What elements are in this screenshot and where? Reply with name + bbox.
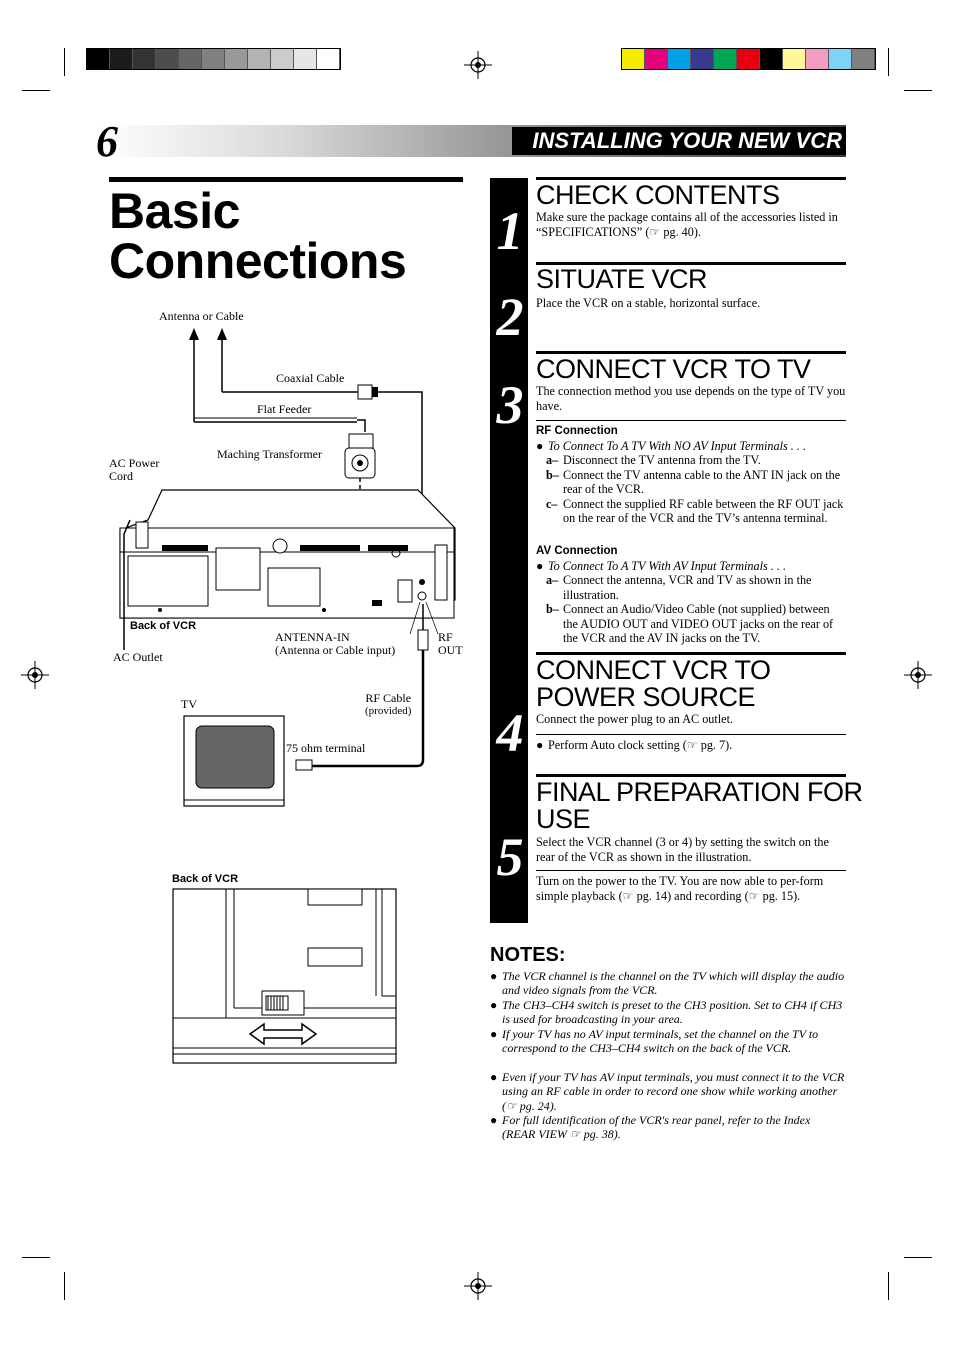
- grayscale-swatch: [317, 49, 340, 69]
- grayscale-swatch: [110, 49, 133, 69]
- step-2-text: Place the VCR on a stable, horizontal su…: [536, 296, 761, 310]
- color-swatch: [760, 49, 783, 69]
- label-antenna-in: ANTENNA-IN (Antenna or Cable input): [275, 630, 396, 657]
- channel-switch-diagram: [172, 888, 397, 1064]
- registration-mark-icon: [21, 661, 49, 689]
- step-1-rule: [536, 177, 846, 180]
- grayscale-calibration-bar: [86, 48, 341, 70]
- label-antenna-or-cable: Antenna or Cable: [159, 309, 244, 323]
- crop-mark: [22, 1257, 50, 1258]
- step-5-heading: FINAL PREPARATION FOR USE: [536, 777, 863, 834]
- crop-mark: [904, 90, 932, 91]
- grayscale-swatch: [133, 49, 156, 69]
- note-item-5: ●For full identification of the VCR's re…: [490, 1113, 811, 1142]
- page-number: 6: [96, 117, 118, 166]
- step-number-2: 2: [496, 287, 524, 347]
- crop-mark: [888, 1272, 889, 1300]
- step-3-divider: [536, 420, 846, 421]
- color-swatch: [806, 49, 829, 69]
- step-4-heading: CONNECT VCR TO POWER SOURCE: [536, 655, 771, 712]
- step-2-rule: [536, 262, 846, 265]
- label-75-ohm-terminal: 75 ohm terminal: [286, 741, 366, 755]
- color-swatch: [645, 49, 668, 69]
- step-5-divider: [536, 870, 846, 871]
- step-1-text: Make sure the package contains all of th…: [536, 210, 838, 239]
- registration-mark-icon: [464, 1272, 492, 1300]
- color-swatch: [622, 49, 645, 69]
- note-item-4: ●Even if your TV has AV input terminals,…: [490, 1070, 845, 1113]
- step-number-1: 1: [496, 201, 524, 261]
- step-3-rule: [536, 351, 846, 354]
- color-swatch: [737, 49, 760, 69]
- color-swatch: [691, 49, 714, 69]
- crop-mark: [22, 90, 50, 91]
- color-swatch: [668, 49, 691, 69]
- section-title: INSTALLING YOUR NEW VCR: [512, 127, 846, 155]
- step-number-3: 3: [496, 375, 524, 435]
- color-swatch: [829, 49, 852, 69]
- notes-title: NOTES:: [490, 944, 566, 966]
- registration-mark-icon: [464, 51, 492, 79]
- title-rule: [109, 177, 463, 182]
- label-rf-out: RF OUT: [438, 630, 463, 657]
- step-4-rule: [536, 652, 846, 655]
- step-3-heading: CONNECT VCR TO TV: [536, 354, 811, 384]
- grayscale-swatch: [248, 49, 271, 69]
- grayscale-swatch: [271, 49, 294, 69]
- label-flat-feeder: Flat Feeder: [255, 402, 314, 416]
- grayscale-swatch: [225, 49, 248, 69]
- grayscale-swatch: [87, 49, 110, 69]
- step-4-bullet: ●Perform Auto clock setting (☞ pg. 7).: [536, 738, 733, 752]
- crop-mark: [64, 1272, 65, 1300]
- label-ac-power-cord: AC Power Cord: [109, 456, 160, 483]
- grayscale-swatch: [179, 49, 202, 69]
- note-item-3: ●If your TV has no AV input terminals, s…: [490, 1027, 819, 1056]
- crop-mark: [904, 1257, 932, 1258]
- step-number-4: 4: [496, 703, 524, 763]
- av-connection-section: AV Connection ●To Connect To A TV With A…: [536, 545, 834, 645]
- label-back-of-vcr-detail: Back of VCR: [172, 873, 239, 885]
- step-4-text: Connect the power plug to an AC outlet.: [536, 712, 733, 726]
- page-title: Basic Connections: [109, 183, 407, 289]
- step-5-text: Select the VCR channel (3 or 4) by setti…: [536, 835, 829, 864]
- grayscale-swatch: [202, 49, 225, 69]
- note-item-2: ●The CH3–CH4 switch is preset to the CH3…: [490, 998, 843, 1027]
- step-number-5: 5: [496, 827, 524, 887]
- label-rf-cable: RF Cable (provided): [365, 691, 412, 718]
- step-2-heading: SITUATE VCR: [536, 264, 708, 294]
- grayscale-swatch: [294, 49, 317, 69]
- step-3-text: The connection method you use depends on…: [536, 384, 846, 413]
- step-5-text-2: Turn on the power to the TV. You are now…: [536, 874, 824, 903]
- rf-connection-section: RF Connection ●To Connect To A TV With N…: [536, 425, 844, 525]
- step-sidebar: [490, 178, 528, 923]
- step-4-divider: [536, 734, 846, 735]
- crop-mark: [888, 48, 889, 76]
- connection-diagram: [119, 328, 456, 807]
- label-matching-transformer: Maching Transformer: [217, 447, 322, 461]
- color-swatch: [783, 49, 806, 69]
- crop-mark: [64, 48, 65, 76]
- label-back-of-vcr: Back of VCR: [130, 620, 197, 632]
- label-tv: TV: [181, 697, 197, 711]
- step-5-rule: [536, 774, 846, 777]
- color-swatch: [852, 49, 875, 69]
- step-1-heading: CHECK CONTENTS: [536, 180, 780, 210]
- grayscale-swatch: [156, 49, 179, 69]
- color-swatch: [714, 49, 737, 69]
- color-calibration-bar: [621, 48, 876, 70]
- label-coaxial-cable: Coaxial Cable: [276, 371, 345, 385]
- label-ac-outlet: AC Outlet: [113, 650, 163, 664]
- note-item-1: ●The VCR channel is the channel on the T…: [490, 969, 845, 998]
- registration-mark-icon: [904, 661, 932, 689]
